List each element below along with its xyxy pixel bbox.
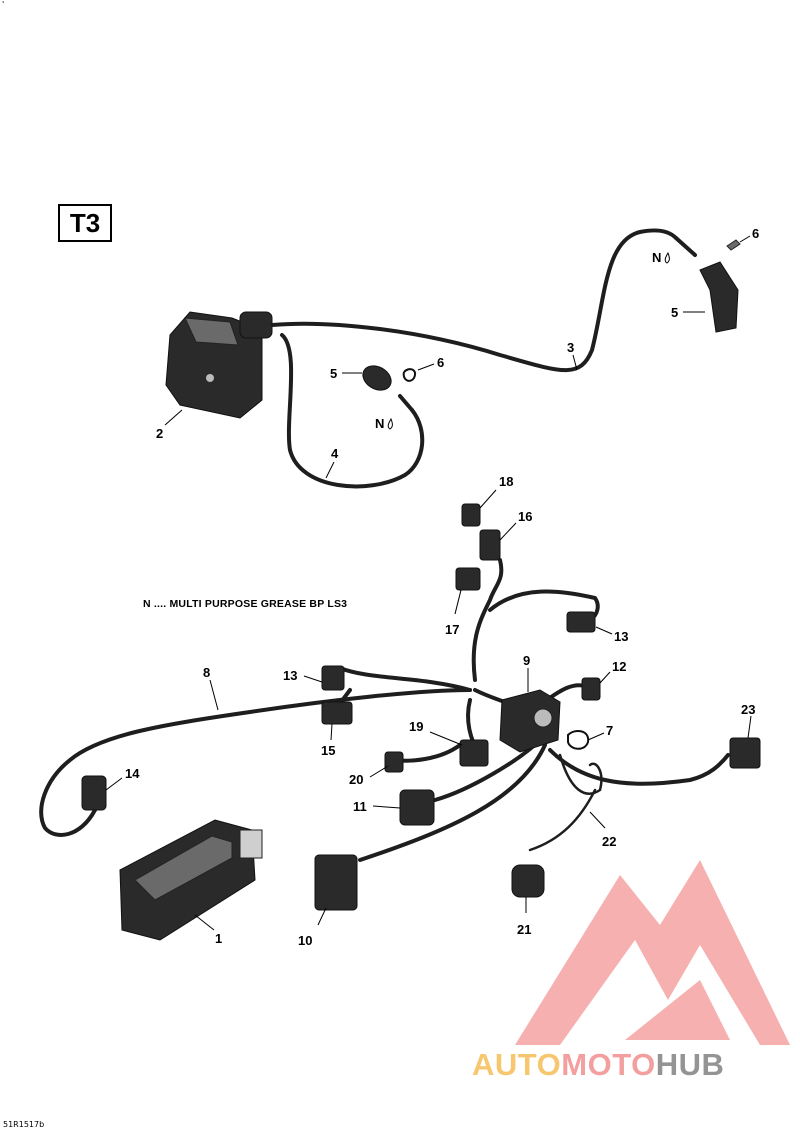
spark-plug-cable-3 bbox=[270, 228, 678, 373]
ecm-module bbox=[119, 819, 263, 941]
svg-text:11: 11 bbox=[353, 799, 367, 814]
callout-6-middle: 6 bbox=[417, 355, 444, 371]
svg-text:14: 14 bbox=[125, 766, 140, 781]
connector-12 bbox=[581, 677, 601, 701]
spring-clip-middle bbox=[402, 368, 416, 382]
callout-20: 20 bbox=[349, 765, 389, 787]
connector-10 bbox=[314, 854, 358, 911]
svg-text:5: 5 bbox=[671, 305, 678, 320]
callout-21: 21 bbox=[517, 897, 531, 937]
svg-text:4: 4 bbox=[331, 446, 339, 461]
callout-13-lower: 13 bbox=[283, 668, 323, 683]
callout-1: 1 bbox=[194, 914, 222, 946]
connector-20 bbox=[384, 751, 404, 773]
svg-text:9: 9 bbox=[523, 653, 530, 668]
grease-symbol-lower: N bbox=[375, 416, 393, 431]
svg-text:19: 19 bbox=[409, 719, 423, 734]
svg-text:17: 17 bbox=[445, 622, 459, 637]
svg-text:5: 5 bbox=[330, 366, 337, 381]
connector-17 bbox=[455, 567, 481, 591]
corner-mark: ' bbox=[2, 0, 5, 9]
callout-5-middle: 5 bbox=[330, 366, 362, 381]
watermark-part-hub: HUB bbox=[655, 1047, 725, 1082]
connector-16 bbox=[479, 529, 501, 561]
connector-13-lower bbox=[321, 665, 345, 691]
svg-text:10: 10 bbox=[298, 933, 312, 948]
spring-clip-right bbox=[726, 239, 741, 251]
watermark-logo bbox=[515, 860, 790, 1045]
svg-text:7: 7 bbox=[606, 723, 613, 738]
fuse-relay-box bbox=[499, 689, 561, 753]
callout-13-upper: 13 bbox=[595, 626, 628, 644]
svg-text:8: 8 bbox=[203, 665, 210, 680]
ignition-coil bbox=[165, 311, 273, 419]
svg-text:13: 13 bbox=[614, 629, 628, 644]
svg-text:1: 1 bbox=[215, 931, 222, 946]
callout-2: 2 bbox=[156, 409, 183, 441]
spark-plug-cable-4 bbox=[280, 333, 425, 489]
connector-15 bbox=[321, 701, 353, 725]
callout-17: 17 bbox=[445, 589, 462, 637]
svg-text:16: 16 bbox=[518, 509, 532, 524]
svg-text:22: 22 bbox=[602, 834, 616, 849]
harness-branch-8 bbox=[39, 688, 472, 837]
svg-text:13: 13 bbox=[283, 668, 297, 683]
svg-text:23: 23 bbox=[741, 702, 755, 717]
callout-5-right: 5 bbox=[671, 305, 705, 320]
svg-text:21: 21 bbox=[517, 922, 531, 937]
callout-8: 8 bbox=[203, 665, 219, 711]
connector-13-upper bbox=[566, 611, 596, 633]
watermark-part-moto: MOTO bbox=[561, 1047, 656, 1082]
connector-21 bbox=[511, 864, 545, 898]
svg-text:2: 2 bbox=[156, 426, 163, 441]
callout-7: 7 bbox=[587, 723, 613, 741]
svg-text:15: 15 bbox=[321, 743, 335, 758]
spark-plug-boot-middle bbox=[362, 365, 392, 391]
callout-19: 19 bbox=[409, 719, 463, 746]
svg-text:20: 20 bbox=[349, 772, 363, 787]
spark-plug-cap-right bbox=[699, 261, 739, 333]
svg-text:N: N bbox=[375, 416, 384, 431]
callout-16: 16 bbox=[499, 509, 532, 541]
callout-6-right: 6 bbox=[739, 226, 759, 243]
main-wiring-harness bbox=[39, 503, 761, 941]
svg-text:6: 6 bbox=[752, 226, 759, 241]
callout-14: 14 bbox=[105, 766, 140, 791]
callout-3: 3 bbox=[567, 340, 578, 371]
connector-11 bbox=[399, 789, 435, 826]
connector-18 bbox=[461, 503, 481, 527]
svg-text:6: 6 bbox=[437, 355, 444, 370]
callout-15: 15 bbox=[321, 723, 335, 758]
callout-11: 11 bbox=[353, 799, 401, 814]
callout-4: 4 bbox=[325, 446, 339, 479]
grease-symbol-upper: N bbox=[652, 250, 670, 265]
callout-9: 9 bbox=[523, 653, 530, 692]
grease-note: N .... MULTI PURPOSE GREASE BP LS3 bbox=[143, 598, 348, 610]
svg-text:18: 18 bbox=[499, 474, 513, 489]
ignition-coil-assembly: N N bbox=[165, 228, 741, 489]
svg-text:N: N bbox=[652, 250, 661, 265]
callout-23: 23 bbox=[741, 702, 755, 739]
watermark-text: AUTOMOTOHUB bbox=[472, 1047, 724, 1083]
callout-18: 18 bbox=[479, 474, 513, 509]
section-tag: T3 bbox=[58, 204, 112, 242]
svg-text:3: 3 bbox=[567, 340, 574, 355]
connector-19 bbox=[459, 739, 489, 767]
callout-10: 10 bbox=[298, 907, 327, 948]
callout-22: 22 bbox=[589, 811, 616, 849]
cable-clip-7 bbox=[567, 729, 590, 750]
svg-text:12: 12 bbox=[612, 659, 626, 674]
connector-14 bbox=[81, 775, 107, 811]
callout-12: 12 bbox=[599, 659, 626, 684]
connector-23 bbox=[729, 737, 761, 769]
document-id: 51R1517b bbox=[3, 1120, 45, 1129]
watermark-part-auto: AUTO bbox=[472, 1047, 562, 1082]
